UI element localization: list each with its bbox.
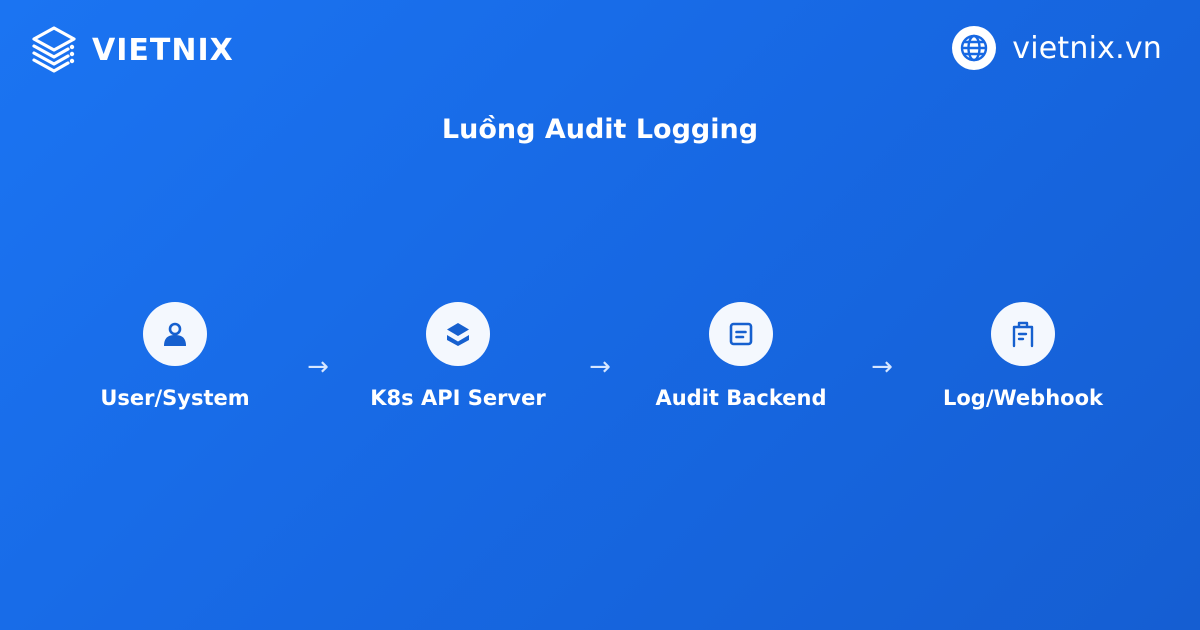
brand-name: VIETNIX	[92, 32, 234, 68]
server-stack-icon	[32, 26, 76, 73]
document-icon	[729, 322, 753, 346]
node-label: Audit Backend	[655, 386, 827, 410]
node-label: K8s API Server	[370, 386, 546, 410]
clipboard-icon	[1012, 321, 1034, 348]
layers-icon	[447, 323, 469, 346]
flow-node-log-webhook: Log/Webhook	[893, 302, 1153, 410]
flow-arrow: →	[871, 352, 893, 382]
node-icon-circle	[426, 302, 490, 366]
brand-logo: VIETNIX	[28, 22, 234, 78]
flow-diagram: User/System → K8s API Server → Audit Bac…	[0, 302, 1200, 422]
node-icon-circle	[991, 302, 1055, 366]
node-icon-circle	[143, 302, 207, 366]
site-link[interactable]: vietnix.vn	[952, 26, 1162, 70]
flow-arrow: →	[307, 352, 329, 382]
site-url[interactable]: vietnix.vn	[1012, 30, 1162, 66]
node-label: User/System	[100, 386, 250, 410]
globe-icon	[952, 26, 997, 70]
flow-node-audit-backend: Audit Backend	[611, 302, 871, 410]
flow-arrow: →	[589, 352, 611, 382]
page-title: Luồng Audit Logging	[441, 114, 759, 145]
user-icon	[164, 322, 186, 346]
flow-node-user-system: User/System	[45, 302, 305, 410]
flow-node-k8s-api-server: K8s API Server	[328, 302, 588, 410]
node-label: Log/Webhook	[943, 386, 1103, 410]
node-icon-circle	[709, 302, 773, 366]
